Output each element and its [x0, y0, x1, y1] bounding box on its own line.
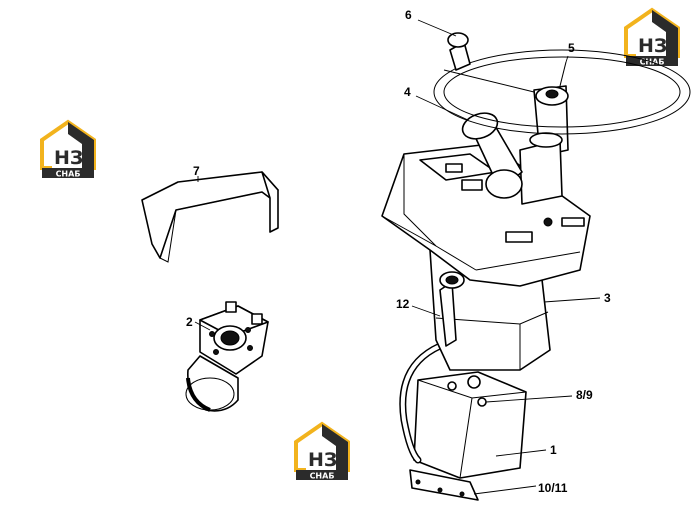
part-5-steering-wheel	[433, 49, 691, 135]
label-part-2: 2	[186, 315, 193, 329]
logo-word: СНАБ	[310, 472, 335, 481]
label-part-6: 6	[405, 8, 412, 22]
part-1-base	[409, 371, 527, 501]
label-part-4: 4	[404, 85, 411, 99]
logo-watermark-left: НЗ СНАБ	[40, 119, 96, 179]
steering-column	[519, 85, 569, 205]
logo-letters: НЗ	[308, 449, 337, 471]
part-6-spinner-knob	[447, 32, 471, 71]
label-part-1: 1	[550, 443, 557, 457]
label-part-10-11: 10/11	[538, 481, 568, 495]
label-part-5: 5	[568, 41, 575, 55]
logo-word: СНАБ	[56, 170, 81, 179]
logo-letters: НЗ	[54, 147, 83, 169]
logo-letters: НЗ	[638, 35, 667, 57]
label-part-3: 3	[604, 291, 611, 305]
part-7-cover	[141, 171, 279, 263]
logo-watermark-top-right: НЗ СНАБ	[624, 7, 680, 67]
label-part-7: 7	[193, 164, 200, 178]
part-labels: 6 5 4 7 2 3 12 8/9 1 10/11	[186, 8, 611, 495]
part-12-lever	[439, 271, 465, 347]
label-part-8-9: 8/9	[576, 388, 593, 402]
part-2-steering-unit	[185, 301, 269, 412]
label-part-12: 12	[396, 297, 410, 311]
leader-lines	[194, 19, 601, 495]
logo-watermark-bottom: НЗ СНАБ	[294, 421, 350, 481]
